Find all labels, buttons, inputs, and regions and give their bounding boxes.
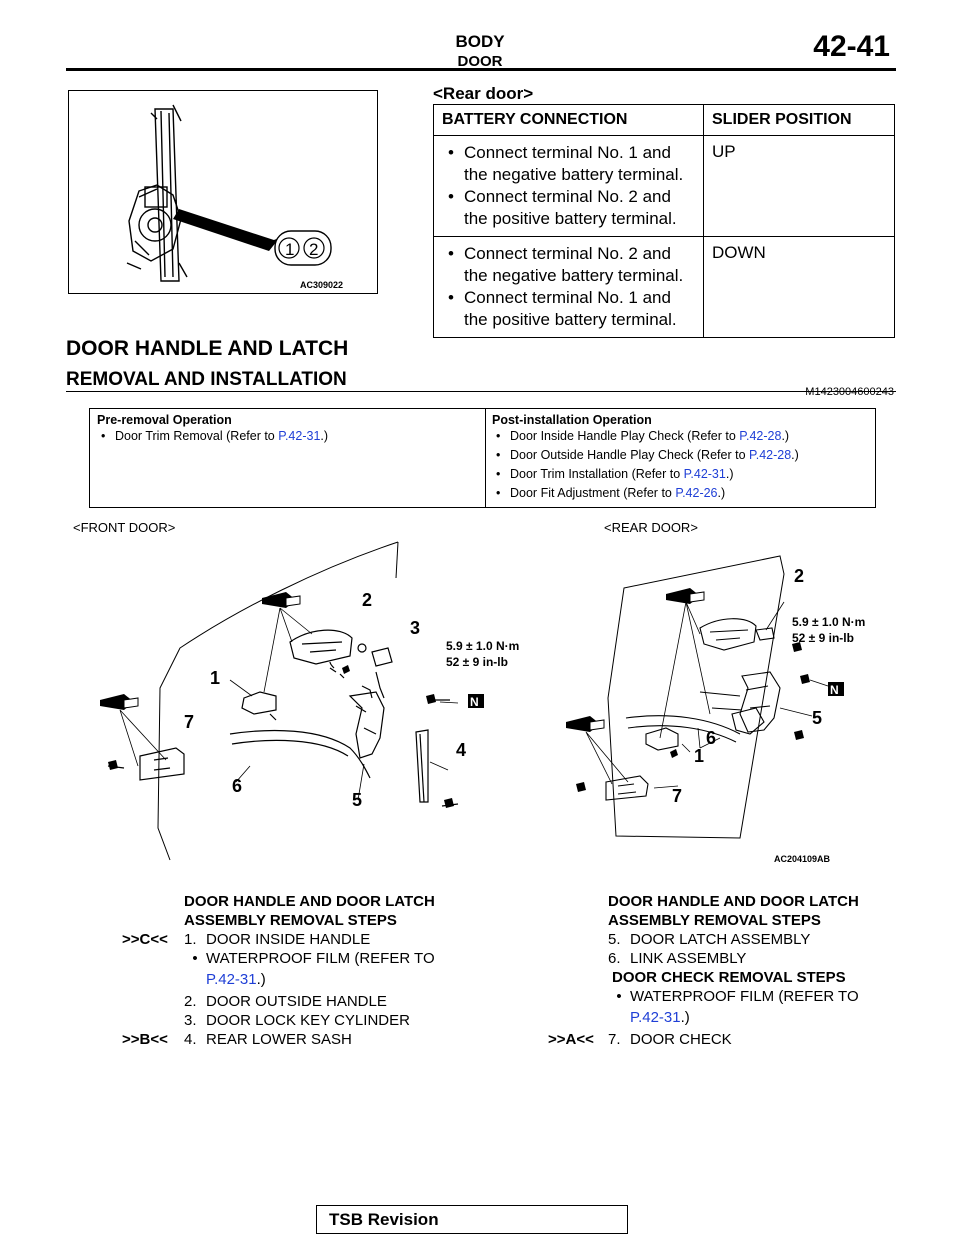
document-code: M1423004600243 [805,386,894,398]
callout-3-front: 3 [410,618,420,638]
column-divider [485,409,486,507]
list-item: Door Fit Adjustment (Refer to P.42-26.) [492,484,799,503]
right-steps: DOOR HANDLE AND DOOR LATCH ASSEMBLY REMO… [546,892,906,1049]
front-door-label: <FRONT DOOR> [73,520,176,535]
list-item: 6.LINK ASSEMBLY [608,950,747,967]
rear-door-outline [607,555,785,839]
tool-icons-front [100,592,301,710]
list-item: >>C<< 1.DOOR INSIDE HANDLE [122,931,371,948]
subsection-title: DOOR [457,53,503,70]
list-item: Connect terminal No. 2 and the negative … [448,243,695,287]
battery-connection-table: BATTERY CONNECTION SLIDER POSITION Conne… [433,104,895,338]
callout-7-rear: 7 [672,786,682,806]
reference-link[interactable]: P.42-31 [683,467,726,481]
regulator-figure: 1 2 AC309022 [68,90,378,294]
list-item: 2.DOOR OUTSIDE HANDLE [184,993,387,1010]
pre-removal-column: Pre-removal Operation Door Trim Removal … [97,413,328,446]
operations-box: Pre-removal Operation Door Trim Removal … [89,408,876,508]
rear-door-label: <REAR DOOR> [604,520,698,535]
slider-cell: DOWN [703,236,895,338]
list-item: Connect terminal No. 1 and the positive … [448,287,695,331]
heading-rule [66,391,896,392]
reference-link[interactable]: P.42-28 [739,429,782,443]
list-item: •WATERPROOF FILM (REFER TO [616,988,859,1005]
callout-4-front: 4 [456,740,466,760]
n-mark-rear: N [830,683,839,697]
torque-front-line1: 5.9 ± 1.0 N·m [446,639,519,653]
list-item: P.42-31.) [206,971,266,988]
front-door-parts [107,629,459,807]
left-steps: DOOR HANDLE AND DOOR LATCH ASSEMBLY REMO… [122,892,482,1049]
front-door-outline [157,541,399,861]
list-item: Door Trim Installation (Refer to P.42-31… [492,465,799,484]
list-item: •WATERPROOF FILM (REFER TO [192,950,435,967]
list-item: Connect terminal No. 1 and the negative … [448,142,695,186]
reference-link[interactable]: P.42-31 [206,971,257,988]
callout-5-rear: 5 [812,708,822,728]
pre-removal-title: Pre-removal Operation [97,413,232,427]
tsb-revision-box: TSB Revision [316,1205,628,1234]
callout-5-front: 5 [352,790,362,810]
post-installation-column: Post-installation Operation Door Inside … [492,413,799,503]
door-exploded-diagram: N 5.9 ± 1.0 N·m 52 ± 9 in-lb 1 2 3 4 5 6… [100,541,865,864]
left-steps-title-2: ASSEMBLY REMOVAL STEPS [184,912,397,929]
regulator-drawing: 1 2 AC309022 [126,104,343,290]
post-installation-title: Post-installation Operation [492,413,652,427]
torque-rear-line1: 5.9 ± 1.0 N·m [792,615,865,629]
diagram-code: AC204109AB [774,854,831,864]
reference-link[interactable]: P.42-26 [675,486,718,500]
right-steps-title-2: ASSEMBLY REMOVAL STEPS [608,912,821,929]
callout-2-rear: 2 [794,566,804,586]
list-item: >>A<< 7.DOOR CHECK [548,1031,732,1048]
list-item: 3.DOOR LOCK KEY CYLINDER [184,1012,410,1029]
header-slider-position: SLIDER POSITION [703,104,895,136]
list-item: Door Trim Removal (Refer to P.42-31.) [97,427,328,446]
header-rule [66,68,896,71]
n-mark-front: N [470,695,479,709]
callout-7-front: 7 [184,712,194,732]
terminal-2-label: 2 [309,240,318,259]
list-item: >>B<< 4.REAR LOWER SASH [122,1031,352,1048]
callout-6-front: 6 [232,776,242,796]
header-battery-connection: BATTERY CONNECTION [433,104,704,136]
rear-door-caption: <Rear door> [433,84,534,103]
tsb-revision-label: TSB Revision [329,1210,439,1229]
table-row: Connect terminal No. 2 and the negative … [433,236,895,338]
list-item: 5.DOOR LATCH ASSEMBLY [608,931,811,948]
battery-cell: Connect terminal No. 2 and the negative … [433,236,704,338]
slider-cell: UP [703,135,895,237]
terminal-1-label: 1 [285,240,294,259]
step-marker: >>A<< [548,1031,594,1048]
tool-icons-rear [566,588,705,732]
regulator-figure-code: AC309022 [300,280,343,290]
step-marker: >>B<< [122,1031,168,1048]
step-marker: >>C<< [122,931,168,948]
reference-link[interactable]: P.42-28 [749,448,792,462]
list-item: Door Outside Handle Play Check (Refer to… [492,446,799,465]
left-steps-title-1: DOOR HANDLE AND DOOR LATCH [184,893,435,910]
list-item: Door Inside Handle Play Check (Refer to … [492,427,799,446]
right-steps-title-3: DOOR CHECK REMOVAL STEPS [612,969,846,986]
section-title: BODY [455,32,505,51]
page-number: 42-41 [813,30,890,63]
table-row: Connect terminal No. 1 and the negative … [433,135,895,237]
table-header-row: BATTERY CONNECTION SLIDER POSITION [433,104,895,136]
callout-2-front: 2 [362,590,372,610]
rear-door-parts [605,618,781,801]
callout-6-rear: 6 [706,728,716,748]
section-heading: DOOR HANDLE AND LATCH [66,337,349,360]
subsection-heading: REMOVAL AND INSTALLATION [66,369,347,390]
callout-1-rear: 1 [694,746,704,766]
reference-link[interactable]: P.42-31 [278,429,321,443]
list-item: Connect terminal No. 2 and the positive … [448,186,695,230]
list-item: P.42-31.) [630,1009,690,1026]
torque-front-line2: 52 ± 9 in-lb [446,655,508,669]
reference-link[interactable]: P.42-31 [630,1009,681,1026]
battery-cell: Connect terminal No. 1 and the negative … [433,135,704,237]
right-steps-title-1: DOOR HANDLE AND DOOR LATCH [608,893,859,910]
torque-rear-line2: 52 ± 9 in-lb [792,631,854,645]
callout-1-front: 1 [210,668,220,688]
